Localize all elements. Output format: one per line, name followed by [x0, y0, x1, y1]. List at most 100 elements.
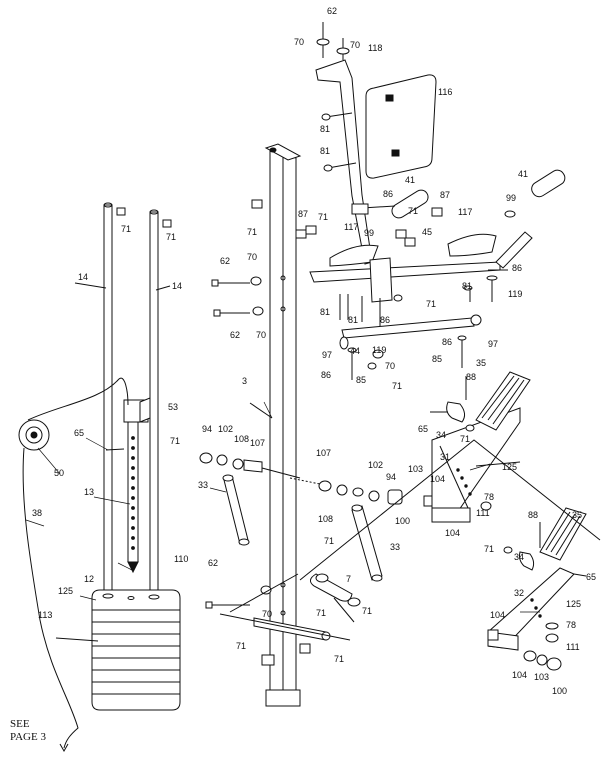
part-label: 117 [344, 222, 358, 232]
part-label: 97 [488, 339, 498, 349]
part-label: 7 [346, 574, 351, 584]
part-label: 70 [247, 252, 257, 262]
bolts-81-86-119 [339, 269, 508, 330]
part-label: 71 [334, 654, 344, 664]
part-label: 103 [408, 464, 423, 474]
part-label: 86 [321, 370, 331, 380]
selector-stem [105, 397, 151, 574]
part-label: 81 [320, 124, 330, 134]
part-label: 103 [534, 672, 549, 682]
part-label: 119 [372, 345, 386, 355]
part-label: 34 [514, 552, 524, 562]
part-label: 104 [512, 670, 527, 680]
part-label: 70 [385, 361, 395, 371]
part-label: 78 [566, 620, 576, 630]
part-label: 100 [552, 686, 567, 696]
part-label: 99 [364, 228, 374, 238]
part-label: 94 [386, 472, 396, 482]
part-label: 111 [476, 508, 490, 518]
part-label: 99 [506, 193, 516, 203]
leg-hardware [261, 643, 311, 666]
cable-and-pulley [18, 377, 129, 753]
part-label: 71 [362, 606, 372, 616]
part-label: 97 [322, 350, 332, 360]
part-label: 107 [316, 448, 331, 458]
see-page-note: SEE PAGE 3 [10, 718, 46, 744]
part-label: 3 [242, 376, 247, 386]
part-label: 33 [390, 542, 400, 552]
part-label: 81 [320, 307, 330, 317]
main-upright [249, 143, 302, 707]
leg-tube-31 [431, 407, 521, 523]
part-label: 70 [350, 40, 360, 50]
part-label: 71 [236, 641, 246, 651]
part-label: 125 [502, 462, 517, 472]
part-label: 44 [350, 346, 360, 356]
part-label: 86 [442, 337, 452, 347]
handle-grips-41 [351, 169, 566, 219]
leg-tube-32 [487, 567, 587, 651]
part-label: 104 [445, 528, 460, 538]
part-label: 71 [484, 544, 494, 554]
axle-hardware-left [199, 452, 321, 485]
part-label: 117 [458, 207, 472, 217]
part-label: 71 [426, 299, 436, 309]
part-label: 104 [490, 610, 505, 620]
part-label: 71 [316, 608, 326, 618]
weight-stack [91, 589, 181, 711]
part-label: 38 [32, 508, 42, 518]
part-label: 108 [234, 434, 249, 444]
part-label: 119 [508, 289, 522, 299]
rod-caps [116, 207, 172, 228]
handle-bar-45 [305, 207, 533, 303]
part-label: 87 [440, 190, 450, 200]
part-label: 86 [512, 263, 522, 273]
part-label: 71 [324, 536, 334, 546]
crossbar-7 [219, 573, 361, 641]
part-label: 71 [247, 227, 257, 237]
part-label: 102 [218, 424, 233, 434]
part-label: 31 [440, 452, 450, 462]
part-label: 71 [170, 436, 180, 446]
part-label: 62 [327, 6, 337, 16]
leader-lines [25, 401, 540, 613]
see-label: SEE [10, 718, 30, 730]
axle-hardware-right [318, 480, 492, 511]
part-label: 32 [514, 588, 524, 598]
part-label: 81 [320, 146, 330, 156]
part-label: 85 [356, 375, 366, 385]
pivot-34-top [430, 401, 475, 432]
part-label: 88 [466, 372, 476, 382]
page-reference: PAGE 3 [10, 731, 46, 743]
part-label: 81 [348, 315, 358, 325]
bolts-81-top [321, 112, 357, 172]
part-label: 70 [262, 609, 272, 619]
part-label: 116 [438, 87, 452, 97]
part-label: 81 [462, 281, 472, 291]
part-label: 118 [368, 43, 382, 53]
part-label: 45 [422, 227, 432, 237]
part-label: 14 [78, 272, 88, 282]
guide-rods [74, 202, 171, 598]
part-label: 125 [566, 599, 581, 609]
part-label: 35 [572, 510, 582, 520]
part-label: 12 [84, 574, 94, 584]
part-label: 71 [392, 381, 402, 391]
part-label: 65 [74, 428, 84, 438]
part-label: 33 [198, 480, 208, 490]
part-label: 85 [432, 354, 442, 364]
part-label: 53 [168, 402, 178, 412]
part-label: 35 [476, 358, 486, 368]
part-label: 113 [38, 610, 52, 620]
part-label: 34 [436, 430, 446, 440]
part-label: 107 [250, 438, 265, 448]
part-label: 104 [430, 474, 445, 484]
part-label: 62 [220, 256, 230, 266]
bottom-right-hardware [487, 622, 562, 671]
part-label: 71 [121, 224, 131, 234]
part-label: 71 [460, 434, 470, 444]
part-label: 62 [208, 558, 218, 568]
part-label: 65 [418, 424, 428, 434]
part-label: 88 [528, 510, 538, 520]
